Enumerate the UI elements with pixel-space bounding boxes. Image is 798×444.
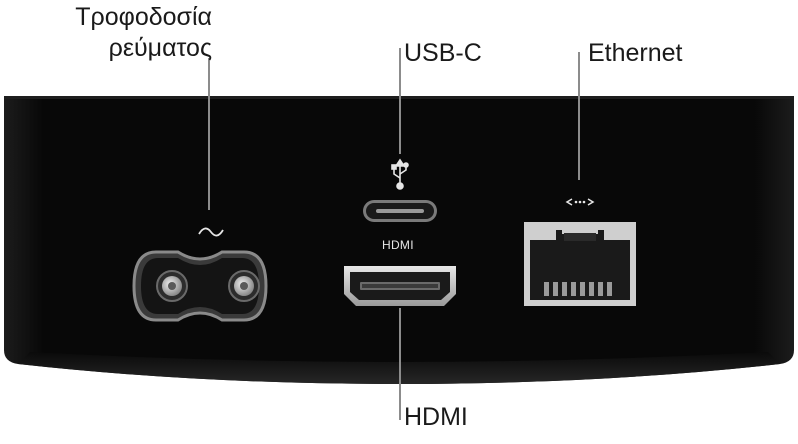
leader-power xyxy=(208,58,210,210)
ethernet-icon xyxy=(565,198,595,206)
ethernet-port xyxy=(524,198,636,306)
device-hdmi-label: HDMI xyxy=(382,238,414,252)
callout-power-line2: ρεύματος xyxy=(108,34,212,62)
leader-ethernet xyxy=(578,52,580,180)
ethernet-contacts xyxy=(544,282,612,296)
callout-power: Τροφοδοσία ρεύματος xyxy=(75,2,212,64)
leader-usbc xyxy=(399,48,401,154)
callout-hdmi: HDMI xyxy=(404,403,468,431)
hdmi-port xyxy=(344,266,456,306)
leader-hdmi xyxy=(399,308,401,420)
power-port xyxy=(132,227,268,322)
callout-usbc: USB-C xyxy=(404,39,482,67)
usbc-port xyxy=(363,158,437,222)
usb-icon xyxy=(391,158,409,190)
ac-wave-icon xyxy=(198,227,224,237)
callout-ethernet: Ethernet xyxy=(588,39,683,67)
callout-power-line1: Τροφοδοσία xyxy=(75,3,212,31)
